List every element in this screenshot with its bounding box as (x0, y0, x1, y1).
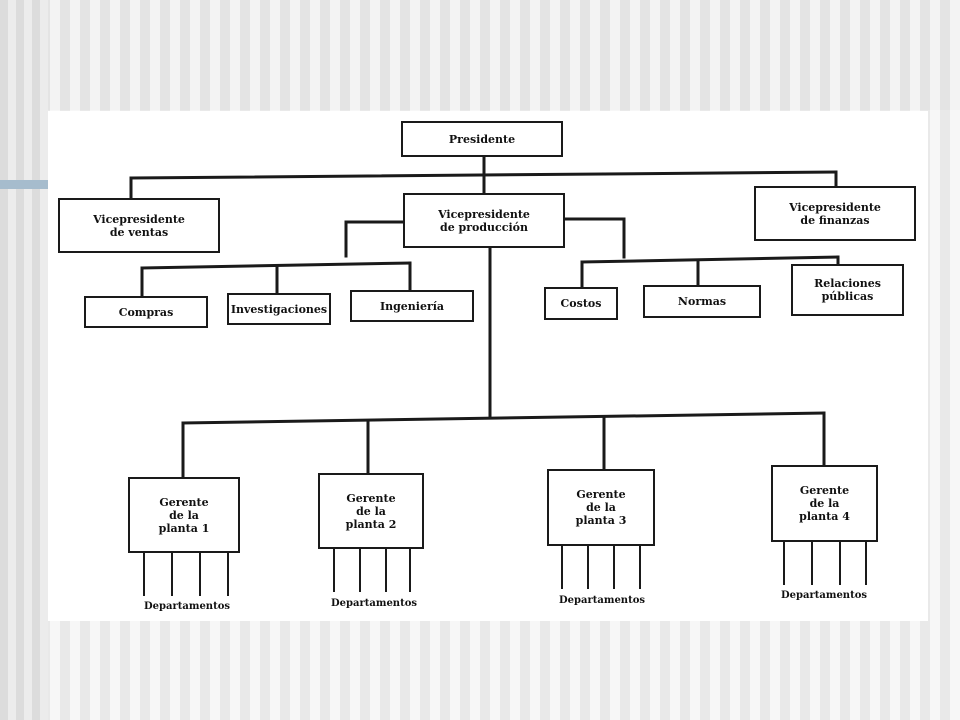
box-normas: Normas (643, 285, 761, 318)
department-lines-plant-2 (333, 547, 411, 592)
department-lines-plant-3 (561, 544, 641, 589)
connector-plants-bar (181, 411, 826, 425)
box-vp-production: Vicepresidente de producción (403, 193, 565, 248)
departments-label-plant-2: Departamentos (330, 598, 417, 609)
slide-left-bar (0, 0, 48, 720)
box-plant-2: Gerente de la planta 2 (318, 473, 424, 549)
connector-vp-bar (129, 170, 838, 180)
box-costos: Costos (544, 287, 618, 320)
box-plant-1: Gerente de la planta 1 (128, 477, 240, 553)
box-relaciones-publicas: Relaciones públicas (791, 264, 904, 316)
slide-accent-line (0, 180, 48, 189)
departments-label-plant-3: Departamentos (558, 595, 645, 606)
department-lines-plant-1 (143, 551, 229, 596)
departments-label-plant-1: Departamentos (143, 601, 230, 612)
box-vp-finance: Vicepresidente de finanzas (754, 186, 916, 241)
slide-top-band (0, 0, 960, 110)
box-president: Presidente (401, 121, 563, 157)
department-lines-plant-4 (783, 540, 867, 585)
box-vp-sales: Vicepresidente de ventas (58, 198, 220, 253)
org-chart: Presidente Vicepresidente de ventas Vice… (48, 111, 928, 621)
departments-label-plant-4: Departamentos (780, 590, 867, 601)
box-plant-3: Gerente de la planta 3 (547, 469, 655, 546)
box-ingenieria: Ingeniería (350, 290, 474, 322)
box-compras: Compras (84, 296, 208, 328)
connector-staff-right-bar (580, 255, 840, 264)
box-investigaciones: Investigaciones (227, 293, 331, 325)
box-plant-4: Gerente de la planta 4 (771, 465, 878, 542)
connector-lines (129, 154, 867, 596)
